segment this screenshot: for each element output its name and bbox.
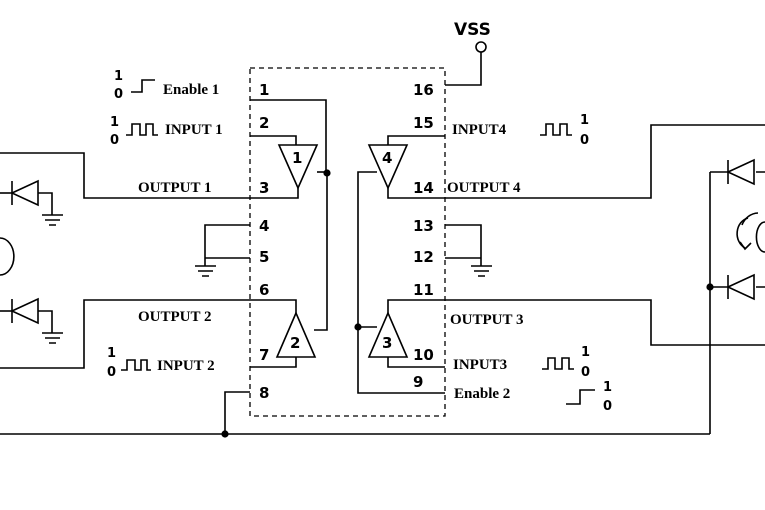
enable2-bus: [357, 327, 445, 394]
input4-label: INPUT4: [452, 122, 507, 138]
output3-label: OUTPUT 3: [450, 312, 523, 328]
ic-package-outline: [249, 67, 446, 417]
pin-6-number: 6: [259, 281, 269, 299]
pin-13-number: 13: [413, 217, 434, 235]
enable1-bus-down: [314, 173, 328, 331]
pin-7-number: 7: [259, 346, 269, 364]
enable1-step-waveform: [131, 79, 155, 93]
enable2-level-low: 0: [603, 399, 612, 414]
input1-level-low: 0: [110, 133, 119, 148]
motor-rotation-arc-upper: [741, 212, 759, 226]
pin-9-number: 9: [413, 373, 423, 391]
enable2-to-driver-4: [357, 171, 377, 327]
input4-level-low: 0: [580, 133, 589, 148]
pin-8-number: 8: [259, 384, 269, 402]
input3-label: INPUT3: [453, 357, 507, 373]
enable1-level-low: 0: [114, 87, 123, 102]
input1-label: INPUT 1: [165, 122, 223, 138]
input2-level-low: 0: [107, 365, 116, 380]
input3-level-low: 0: [581, 365, 590, 380]
output4-wire: [445, 124, 765, 199]
pin-3-number: 3: [259, 179, 269, 197]
pin-5-number: 5: [259, 248, 269, 266]
motor-rotation-arrowhead-icon: [739, 241, 752, 251]
input3-pulse-waveform: [542, 357, 574, 370]
pin-12-number: 12: [413, 248, 434, 266]
input2-wire: [250, 357, 297, 368]
pin-8-wire: [224, 391, 250, 434]
enable1-label: Enable 1: [163, 82, 219, 98]
enable2-level-high: 1: [603, 380, 612, 395]
pin-8-junction: [221, 430, 229, 438]
output4-label: OUTPUT 4: [447, 180, 521, 196]
input1-pulse-waveform: [126, 123, 158, 136]
ground-symbol-pins-12-13: [471, 265, 492, 277]
left-motor-arc: [0, 237, 15, 276]
pin-10-number: 10: [413, 346, 434, 364]
pin-2-number: 2: [259, 114, 269, 132]
driver-2-number: 2: [290, 334, 300, 352]
input1-level-high: 1: [110, 115, 119, 130]
pins-4-5-ground-wire: [204, 224, 250, 266]
output3-wire: [387, 299, 765, 346]
ground-symbol-left-lower: [42, 332, 63, 344]
input1-wire: [250, 135, 297, 145]
driver-4-number: 4: [382, 149, 392, 167]
driver-4-buffer: [367, 144, 409, 190]
pin-1-number: 1: [259, 81, 269, 99]
pin-16-number: 16: [413, 81, 434, 99]
driver-3-number: 3: [382, 334, 392, 352]
left-lower-diode-ground-wire: [38, 310, 53, 333]
enable1-level-high: 1: [114, 69, 123, 84]
pin-11-number: 11: [413, 281, 434, 299]
input4-level-high: 1: [580, 113, 589, 128]
output2-label: OUTPUT 2: [138, 309, 211, 325]
pin-14-number: 14: [413, 179, 434, 197]
enable2-label: Enable 2: [454, 386, 510, 402]
input2-label: INPUT 2: [157, 358, 215, 374]
left-upper-diode-ground-wire: [38, 192, 53, 215]
input2-pulse-waveform: [121, 359, 151, 371]
output2-wire: [0, 299, 297, 369]
driver-1-number: 1: [292, 149, 302, 167]
right-motor-arc: [755, 221, 765, 253]
enable2-step-waveform: [566, 389, 595, 405]
right-lower-diode: [726, 273, 755, 301]
output1-label: OUTPUT 1: [138, 180, 211, 196]
input2-level-high: 1: [107, 346, 116, 361]
pins-12-13-ground-wire: [445, 224, 482, 266]
right-rail-junction: [706, 283, 714, 291]
ground-symbol-pins-4-5: [195, 265, 216, 277]
pin-15-number: 15: [413, 114, 434, 132]
left-lower-diode: [10, 297, 39, 325]
input4-wire: [387, 135, 445, 145]
pin-4-number: 4: [259, 217, 269, 235]
input3-wire: [387, 357, 445, 368]
input4-pulse-waveform: [540, 123, 572, 136]
output1-wire: [0, 152, 250, 199]
right-upper-diode: [726, 158, 755, 186]
driver-1-buffer: [277, 144, 319, 190]
vss-label: VSS: [454, 20, 491, 40]
enable1-wire: [250, 99, 327, 172]
vss-terminal: [475, 41, 487, 53]
input3-level-high: 1: [581, 345, 590, 360]
left-upper-diode: [10, 179, 39, 207]
driver-4-output-wire: [387, 188, 445, 199]
driver-1-output-wire: [250, 188, 299, 199]
ground-symbol-left-upper: [42, 214, 63, 226]
vss-wire: [445, 52, 482, 86]
